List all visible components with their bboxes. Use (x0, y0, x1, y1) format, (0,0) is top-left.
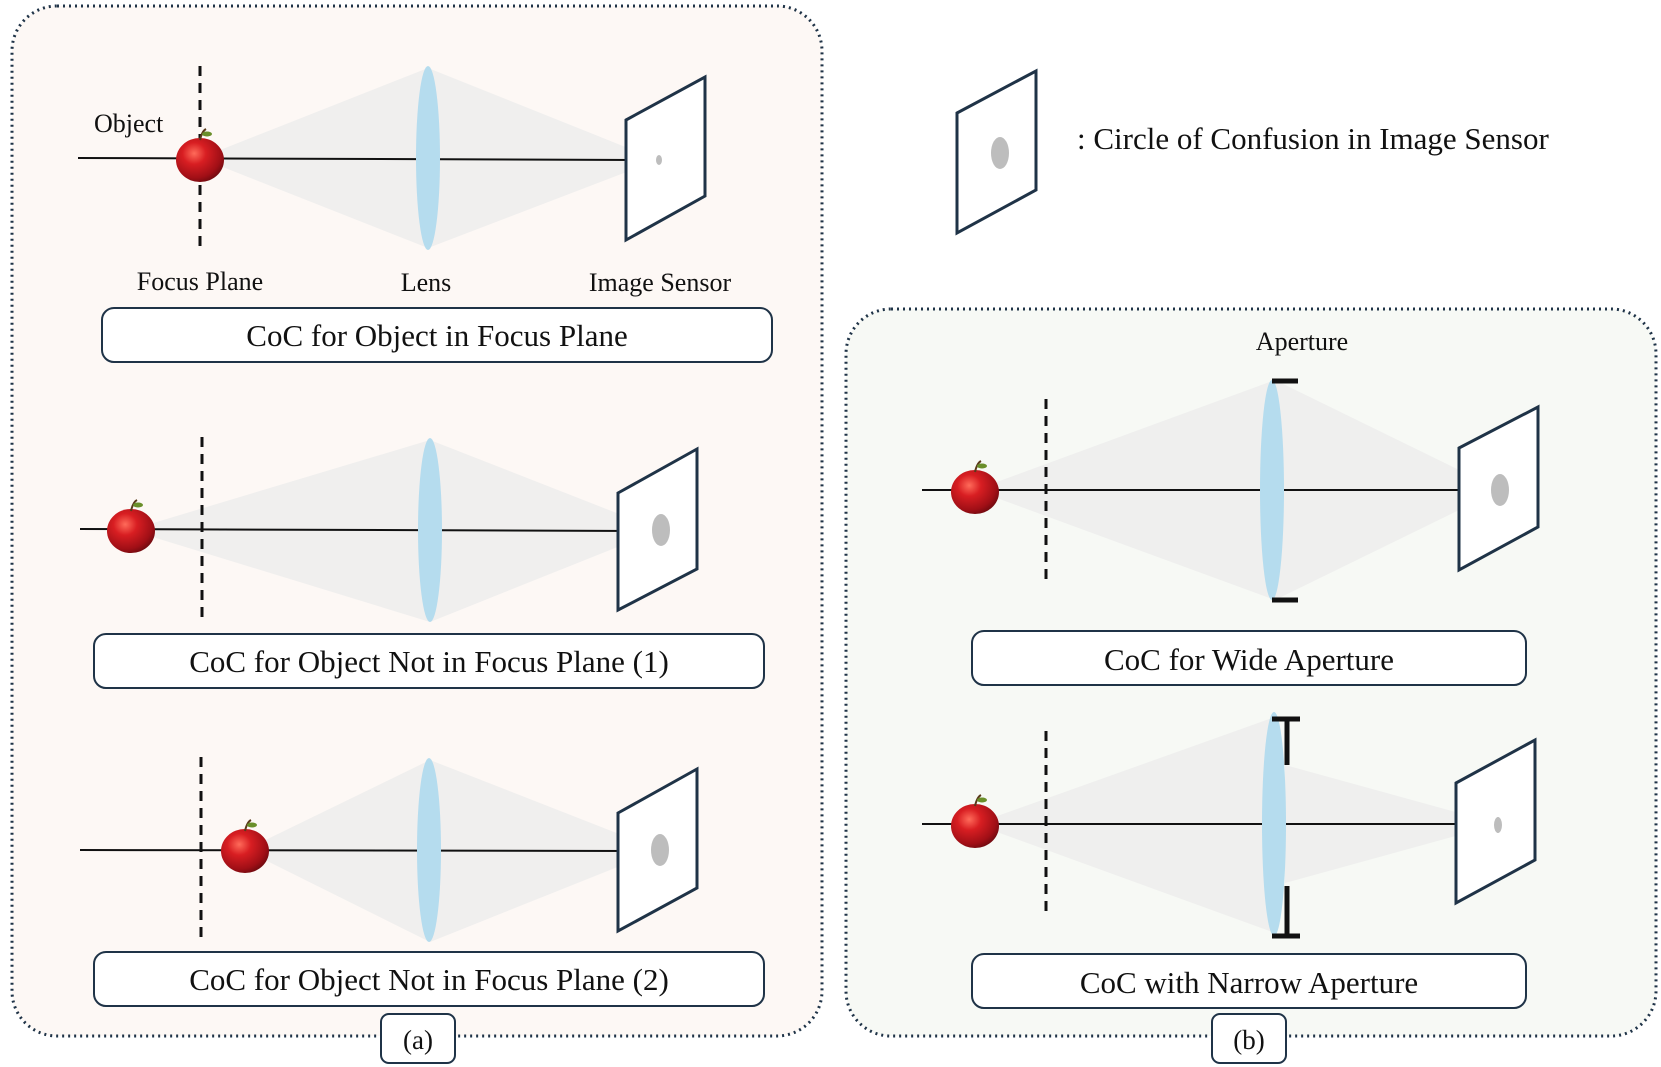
panel-a: Object Focus Plane Lens Image Sensor CoC… (10, 4, 824, 1064)
caption-narrow-aperture: CoC with Narrow Aperture (1080, 965, 1418, 1000)
lens (416, 66, 440, 250)
caption-box (93, 951, 765, 1007)
caption-not-in-focus-1: CoC for Object Not in Focus Plane (1) (189, 644, 669, 679)
lens (1262, 712, 1286, 936)
row-not-in-focus-2: CoC for Object Not in Focus Plane (2) (79, 757, 765, 1007)
caption-box (101, 307, 773, 363)
legend-coc-spot (991, 137, 1009, 169)
caption-box (971, 953, 1527, 1009)
label-image-sensor: Image Sensor (589, 268, 732, 297)
panel-a-tag-box (380, 1013, 456, 1064)
caption-box (971, 630, 1527, 686)
lens (417, 758, 441, 942)
row-narrow-aperture: CoC with Narrow Aperture (922, 712, 1537, 1009)
label-object: Object (94, 109, 164, 138)
panel-b-tag-box (1211, 1013, 1287, 1064)
light-cone (428, 68, 658, 248)
optical-axis (79, 528, 653, 532)
caption-wide-aperture: CoC for Wide Aperture (1104, 642, 1394, 677)
panel-b-tag: (b) (1233, 1025, 1264, 1055)
row-not-in-focus-1: CoC for Object Not in Focus Plane (1) (79, 437, 765, 689)
coc-spot (652, 514, 670, 546)
coc-spot (1491, 474, 1509, 506)
coc-spot (656, 155, 662, 165)
light-cone (130, 440, 430, 622)
coc-spot (651, 834, 669, 866)
apple-icon (221, 819, 269, 873)
image-sensor (624, 74, 707, 243)
label-aperture: Aperture (1256, 327, 1348, 356)
apple-icon (951, 794, 999, 848)
apple-icon (176, 128, 224, 182)
optical-axis (77, 157, 653, 161)
panel-b: Aperture CoC for Wide Aperture (844, 307, 1658, 1064)
row-wide-aperture: CoC for Wide Aperture (922, 378, 1540, 686)
coc-spot (1494, 817, 1502, 833)
lens (418, 438, 442, 622)
label-lens: Lens (401, 268, 452, 297)
optical-axis (79, 849, 653, 852)
lens (1260, 380, 1284, 600)
panel-a-tag: (a) (403, 1025, 433, 1055)
caption-not-in-focus-2: CoC for Object Not in Focus Plane (2) (189, 962, 669, 997)
caption-in-focus: CoC for Object in Focus Plane (246, 318, 627, 353)
legend-text: : Circle of Confusion in Image Sensor (1077, 121, 1549, 156)
label-focus-plane: Focus Plane (137, 267, 263, 296)
apple-icon (951, 460, 999, 514)
caption-box (93, 633, 765, 689)
row-in-focus: Object Focus Plane Lens Image Sensor CoC… (77, 66, 773, 363)
apple-icon (107, 499, 155, 553)
legend: : Circle of Confusion in Image Sensor (955, 68, 1549, 236)
